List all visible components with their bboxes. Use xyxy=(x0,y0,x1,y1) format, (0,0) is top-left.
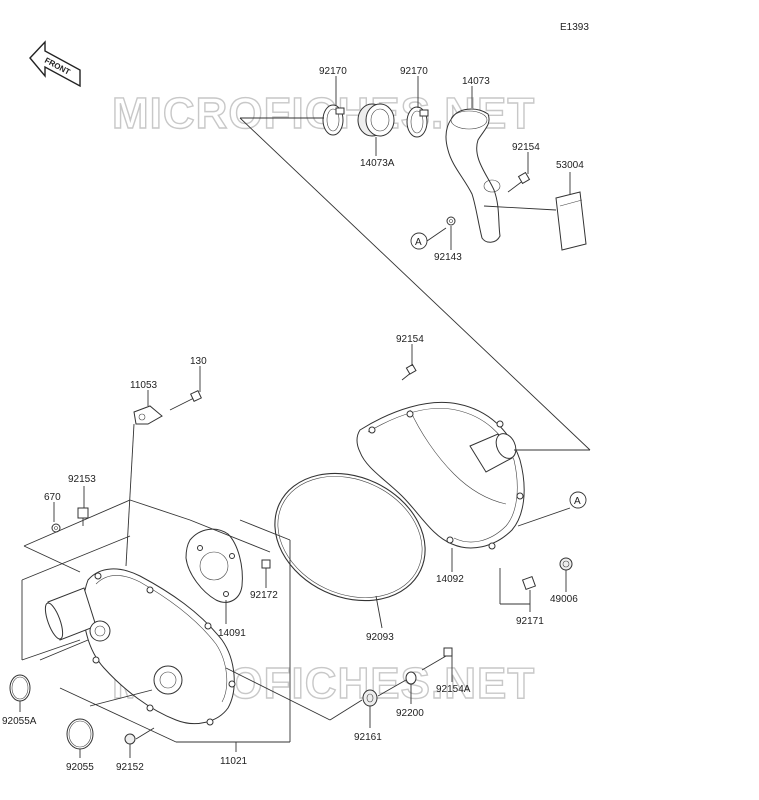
bolt-92172 xyxy=(261,559,271,578)
label-130: 130 xyxy=(190,356,207,367)
label-sticker-53004 xyxy=(555,191,587,251)
label-11021: 11021 xyxy=(220,756,248,767)
clamp-92170-left xyxy=(322,104,345,136)
label-92055A: 92055A xyxy=(2,716,37,727)
cap-49006 xyxy=(559,557,573,571)
label-92161: 92161 xyxy=(354,732,382,743)
reference-marker-a-top: A xyxy=(410,232,428,250)
reference-marker-a-right: A xyxy=(569,491,587,509)
label-92200: 92200 xyxy=(396,708,424,719)
label-92170-right: 92170 xyxy=(400,66,428,77)
bolt-92154-mid xyxy=(401,363,417,381)
svg-text:A: A xyxy=(415,237,422,248)
inner-cover-11021 xyxy=(44,568,236,726)
bolt-92171 xyxy=(521,575,537,591)
front-arrow-icon: FRONT xyxy=(29,40,81,88)
plate-14091 xyxy=(185,528,243,603)
part-labels: 92170 92170 14073 14073A 92154 53004 921… xyxy=(2,66,584,773)
label-92172: 92172 xyxy=(250,590,278,601)
leader-lines xyxy=(19,76,591,758)
label-92154-top: 92154 xyxy=(512,142,540,153)
label-14073: 14073 xyxy=(462,76,490,87)
label-11053: 11053 xyxy=(130,380,158,391)
washer-92200 xyxy=(405,671,417,685)
plug-92152 xyxy=(124,733,136,745)
clamp-92170-right xyxy=(406,106,429,138)
gasket-92093 xyxy=(274,472,426,602)
label-92154A: 92154A xyxy=(436,684,471,695)
outer-cover-14092 xyxy=(356,401,525,550)
bracket-11053 xyxy=(133,405,163,425)
label-92170-left: 92170 xyxy=(319,66,347,77)
intake-duct-14073 xyxy=(445,108,501,243)
label-92143: 92143 xyxy=(434,252,462,263)
label-92171: 92171 xyxy=(516,616,544,627)
o-ring-92055A xyxy=(9,674,31,702)
bolt-92154-top xyxy=(507,171,531,193)
svg-text:A: A xyxy=(574,496,581,507)
o-ring-92055 xyxy=(66,718,94,750)
label-92152: 92152 xyxy=(116,762,144,773)
label-92055: 92055 xyxy=(66,762,94,773)
diagram-code: E1393 xyxy=(560,22,589,33)
duct-sleeve-14073A xyxy=(357,103,395,137)
label-670: 670 xyxy=(44,492,61,503)
label-14073A: 14073A xyxy=(360,158,395,169)
bolt-92153 xyxy=(77,507,89,526)
label-49006: 49006 xyxy=(550,594,578,605)
label-14092: 14092 xyxy=(436,574,464,585)
label-14091: 14091 xyxy=(218,628,246,639)
label-92154-mid: 92154 xyxy=(396,334,424,345)
grommet-92161 xyxy=(362,689,378,707)
label-53004: 53004 xyxy=(556,160,584,171)
bolt-92154A xyxy=(421,647,453,671)
washer-92143 xyxy=(446,216,456,226)
bolt-130 xyxy=(169,390,202,411)
label-92153: 92153 xyxy=(68,474,96,485)
label-92093: 92093 xyxy=(366,632,394,643)
